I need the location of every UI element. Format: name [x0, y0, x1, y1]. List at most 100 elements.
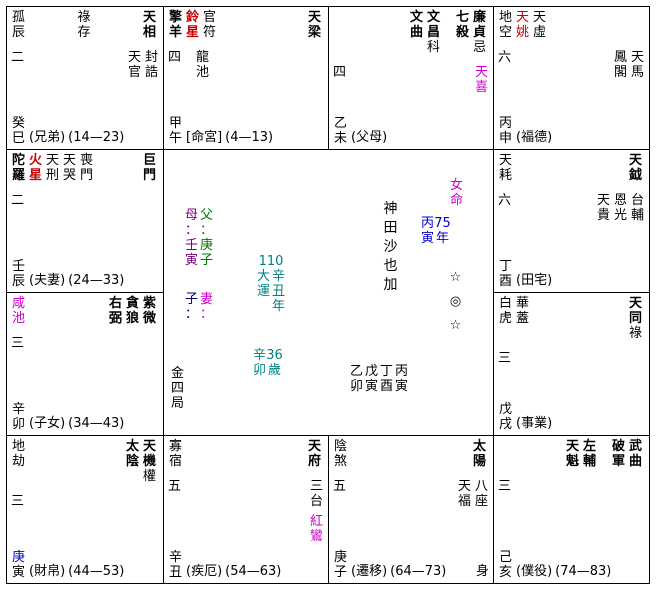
minor-star-block: 天喜: [472, 65, 489, 95]
cell-middle: 二: [11, 193, 159, 208]
cycle-number: 五: [333, 479, 347, 494]
minor-star-block: 天貴恩光台輔: [594, 193, 645, 223]
star-row: 天喜: [472, 65, 489, 95]
birth-year-pillar: 丙寅: [420, 216, 434, 246]
star-column: 巨門: [142, 153, 156, 183]
star-group: 寡宿: [168, 439, 185, 469]
palace-footer: 庚子(遷移)(64—73)身: [333, 550, 489, 580]
stem-branch: 庚子: [333, 550, 347, 580]
star-column: 文曲: [409, 10, 423, 40]
star-row: 天貴恩光台輔: [594, 193, 645, 223]
star-column: 地劫: [11, 439, 25, 469]
star-column: 天同祿: [628, 296, 642, 341]
star-group: 陰煞: [333, 439, 350, 469]
stem-branch: 癸巳: [11, 116, 25, 146]
cycle-number: 五: [168, 479, 182, 494]
palace-footer: 辛丑(疾厄)(54—63): [168, 550, 324, 580]
star-column: 天官: [127, 50, 141, 80]
stem-branch: 戊戌: [498, 402, 512, 432]
star-column: 寡宿: [168, 439, 182, 469]
star-column: 天馬: [630, 50, 644, 80]
major-star-row: 白虎華蓋天同祿: [498, 296, 645, 341]
pillar: 乙卯: [349, 364, 363, 394]
cycle-number: 二: [11, 50, 25, 65]
major-star-row: 咸池右弼貪狼紫微: [11, 296, 159, 326]
star-group: 七殺廉貞忌: [455, 10, 489, 55]
cell-middle: 三: [11, 494, 159, 509]
star-row: 紅鸞: [307, 514, 324, 544]
stem-branch: 丁酉: [498, 259, 512, 289]
star-column: 白虎: [498, 296, 512, 326]
star-column: 廉貞忌: [472, 10, 486, 55]
major-star-row: 陰煞 太陽: [333, 439, 489, 469]
star-group: 陀羅火星天刑天哭喪門: [11, 153, 96, 183]
star-group: 孤辰: [11, 10, 28, 40]
palace-footer: 癸巳(兄弟)(14—23): [11, 116, 159, 146]
palace-health: 寡宿 天府五 三台紅鸞辛丑(疾厄)(54—63): [164, 436, 328, 583]
stem-branch: 甲午: [168, 116, 182, 146]
four-pillars: 乙卯戊寅丁酉丙寅: [349, 364, 409, 394]
stem-branch: 己亥: [498, 550, 512, 580]
stem-branch: 辛丑: [168, 550, 182, 580]
star-row: 龍池: [193, 50, 210, 80]
star-column: 天府: [307, 439, 321, 469]
cycle-number: 六: [498, 193, 512, 208]
palace-name: (事業): [516, 416, 553, 431]
palace-name: (福德): [516, 130, 553, 145]
palace-name: (財帛): [29, 564, 66, 579]
age-range: (24—33): [68, 273, 125, 288]
decade-year: 辛丑年: [271, 269, 285, 314]
stem-branch: 丙申: [498, 116, 512, 146]
cell-middle: 二 天官封誥: [11, 50, 159, 80]
star-group: 太陽: [472, 439, 489, 469]
star-column: 八座: [474, 479, 488, 509]
star-group: 地劫: [11, 439, 28, 469]
cell-middle: 六 天貴恩光台輔: [498, 193, 645, 223]
star-column: 天鉞: [628, 153, 642, 183]
major-star-row: 陀羅火星天刑天哭喪門 巨門: [11, 153, 159, 183]
age-range: (4—13): [225, 130, 274, 145]
star-group: 祿存: [77, 10, 94, 40]
age-range: (54—63): [225, 564, 282, 579]
star-group: 擎羊鈴星官符: [168, 10, 219, 40]
palace-property: 天耗天鉞六天貴恩光台輔丁酉(田宅): [494, 150, 649, 292]
cell-middle: 三: [11, 336, 159, 351]
palace-children: 咸池右弼貪狼紫微三辛卯(子女)(34—43): [7, 293, 163, 435]
palace-name: (遷移): [351, 564, 388, 579]
palace-friends: 天魁左輔破軍武曲三己亥(僕役)(74—83): [494, 436, 649, 583]
star-column: 台輔: [630, 193, 644, 223]
family-label: 子：: [184, 292, 198, 322]
star-column: 地空: [498, 10, 512, 40]
palace-wealth: 地劫太陰天機權三庚寅(財帛)(44—53): [7, 436, 163, 583]
star-column: 天喜: [474, 65, 488, 95]
star-column: 天魁: [565, 439, 579, 469]
star-column: 三台: [309, 479, 323, 509]
star-column: 天哭: [62, 153, 76, 183]
star-column: 陰煞: [333, 439, 347, 469]
palace-footer: 辛卯(子女)(34—43): [11, 402, 159, 432]
star-column: 天刑: [45, 153, 59, 183]
star-column: 天相: [142, 10, 156, 40]
stem-branch: 庚寅: [11, 550, 25, 580]
major-star-row: 寡宿 天府: [168, 439, 324, 469]
star-column: 火星: [28, 153, 42, 183]
star-column: 天福: [457, 479, 471, 509]
minor-star-block: 龍池: [193, 50, 210, 80]
palace-career: 白虎華蓋天同祿三戊戌 (事業): [494, 293, 649, 435]
star-group: 太陰天機權: [125, 439, 159, 484]
star-column: 太陰: [125, 439, 139, 469]
star-column: 封誥: [144, 50, 158, 80]
cell-middle: 三: [498, 351, 645, 366]
star-column: 鳳閣: [613, 50, 627, 80]
star-group: 咸池: [11, 296, 28, 326]
star-column: 武曲: [628, 439, 642, 469]
star-column: 天虛: [532, 10, 546, 40]
star-column: 鈴星: [185, 10, 199, 40]
star-group: 地空天姚天虛: [498, 10, 549, 40]
age-range: (64—73): [390, 564, 447, 579]
palace-name: (僕役): [516, 564, 553, 579]
star-row: 天官封誥: [125, 50, 159, 80]
star-column: 天機權: [142, 439, 156, 484]
